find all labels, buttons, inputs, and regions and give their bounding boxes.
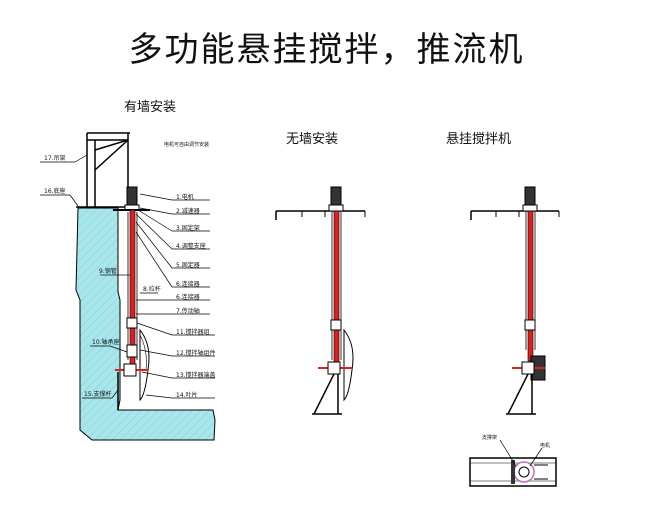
view-title-wall: 有墙安装	[124, 100, 177, 115]
impeller	[139, 328, 150, 402]
no-wall-installation-view	[275, 186, 366, 415]
detail-top-view: 支撑架 电机	[469, 434, 557, 487]
hanging-frame	[86, 132, 130, 210]
label-part-9: 9.钢管	[99, 267, 117, 275]
label-part-5: 5.固定器	[176, 261, 200, 269]
label-part-4: 4.调整支座	[176, 242, 206, 250]
label-part-3: 3.固定架	[176, 224, 200, 232]
label-part-1: 1.电机	[176, 193, 194, 201]
shaft	[527, 210, 534, 362]
label-part-7: 7.传动轴	[176, 307, 200, 315]
label-part-16: 16.底座	[44, 187, 66, 195]
label-part-2: 2.减速器	[176, 207, 200, 215]
label-part-8: 8.拉杆	[143, 285, 161, 293]
detail-label-left: 支撑架	[482, 434, 497, 441]
motor	[330, 186, 342, 206]
tripod-stand	[312, 373, 342, 415]
hanging-mixer-view	[470, 186, 560, 415]
label-part-14: 14.叶片	[176, 391, 198, 399]
tripod-stand	[506, 373, 536, 415]
label-part-6a: 6.连接器	[176, 280, 200, 288]
label-part-13: 13.搅拌器端盖	[176, 371, 216, 379]
label-part-12: 12.搅拌轴组件	[176, 349, 216, 357]
motor	[524, 186, 536, 206]
view-title-hanging: 悬挂搅拌机	[446, 132, 512, 147]
label-part-10: 10.轴承座	[92, 338, 120, 346]
motor	[126, 186, 138, 206]
impeller	[343, 328, 354, 402]
label-part-6b: 6.连接器	[176, 293, 200, 301]
wall	[75, 207, 216, 441]
label-part-15: 15.支撑杆	[84, 390, 112, 398]
view-title-nowall: 无墙安装	[286, 132, 339, 147]
note-motor-adjust: 电机可自由调节安装	[164, 141, 209, 148]
wall-installation-view: 电机可自由调节安装 1.电机 2.减速器 3.固定架 4.调整支座 5.固定器 …	[40, 132, 216, 441]
label-part-17: 17.吊架	[44, 154, 66, 162]
page-title: 多功能悬挂搅拌，推流机	[128, 30, 525, 70]
label-part-11: 11.搅拌器组	[176, 328, 210, 336]
shaft	[333, 210, 340, 372]
detail-label-right: 电机	[540, 442, 550, 449]
